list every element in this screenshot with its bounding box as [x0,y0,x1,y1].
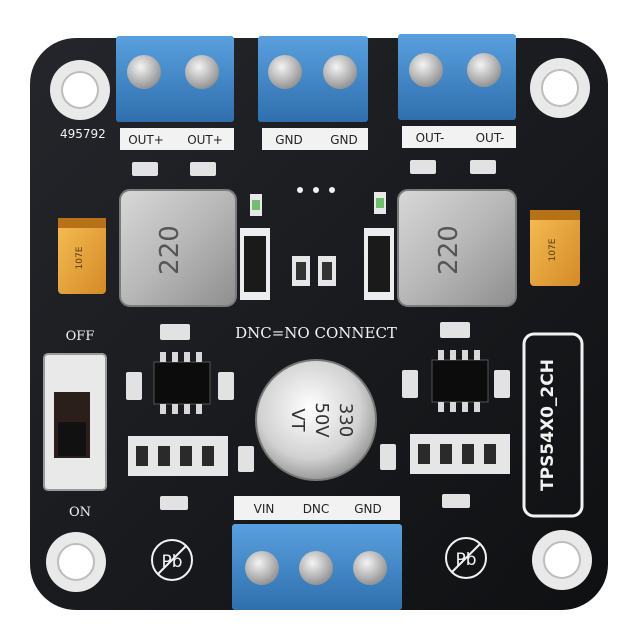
terminal-label-out-plus-2: OUT+ [187,133,223,147]
power-switch[interactable] [43,353,107,491]
capacitor-series: VT [287,408,308,432]
tantalum-capacitor-left: 107E [58,218,106,294]
lead-free-logo-left: Pb [151,539,193,581]
board-name: TPS54X0_2CH [538,359,558,491]
tantalum-capacitor-right: 107E [530,210,580,286]
terminal-label-gnd-1: GND [275,133,303,147]
tantalum-marking-left: 107E [75,246,85,269]
terminal-block-gnd-top [258,36,368,122]
mounting-hole-top-left [50,60,110,120]
terminal-block-out-minus [398,34,516,120]
smd-resistors-mid [160,322,470,340]
ic-left [153,352,211,414]
mounting-hole-top-right [530,58,590,118]
serial-number: 495792 [60,127,106,141]
svg-text:Pb: Pb [455,550,476,570]
inductor-right: 220 [397,189,517,307]
diode-left [240,228,270,300]
switch-label-off: OFF [66,329,95,344]
inductor-marking-left: 220 [155,225,185,275]
inductor-marking-right: 220 [434,225,464,275]
board-name-box: TPS54X0_2CH [522,332,584,518]
ic-right [431,350,489,412]
smd-resistors-top [132,160,496,176]
smd-resistors-bottom [160,444,470,510]
terminal-label-gnd-bottom: GND [354,502,382,516]
smd-resistor-array-right [410,434,510,474]
dnc-note: DNC=NO CONNECT [235,324,397,342]
smd-resistors-center [292,256,336,286]
capacitor-value: 330 [335,403,356,437]
terminal-label-out-minus-2: OUT- [476,131,505,145]
mounting-hole-bottom-right [532,530,592,590]
electrolytic-capacitor: 330 50V VT [255,359,377,481]
smd-caps-side [126,370,510,400]
terminal-label-dnc: DNC [303,502,330,516]
terminal-label-vin: VIN [254,502,275,516]
svg-text:Pb: Pb [161,552,182,572]
terminal-label-out-minus-1: OUT- [416,131,445,145]
switch-label-on: ON [69,505,91,520]
terminal-block-out-plus [116,36,234,122]
diode-right [364,228,394,300]
mounting-hole-bottom-left [46,532,106,592]
terminal-label-out-plus-1: OUT+ [128,133,164,147]
via-dots [297,187,335,193]
terminal-block-input [232,524,402,610]
tantalum-marking-right: 107E [548,238,558,261]
leds-top [250,192,386,216]
inductor-left: 220 [119,189,237,307]
terminal-label-gnd-2: GND [330,133,358,147]
capacitor-voltage: 50V [311,402,332,438]
lead-free-logo-right: Pb [445,537,487,579]
smd-resistor-array-left [128,436,228,476]
